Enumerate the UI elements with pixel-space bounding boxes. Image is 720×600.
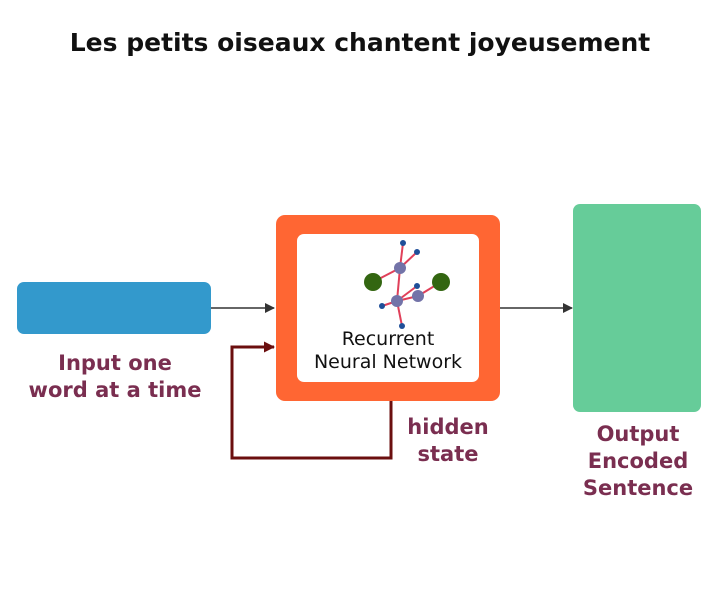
rnn-block: Recurrent Neural Network — [276, 215, 500, 401]
output-label-line3: Sentence — [582, 476, 694, 500]
hidden-state-label-line2: state — [417, 442, 479, 466]
output-label: Output Encoded Sentence — [573, 421, 703, 502]
rnn-label-line2: Neural Network — [313, 351, 463, 373]
output-box — [573, 204, 701, 412]
input-label-line2: word at a time — [28, 378, 202, 402]
rnn-label: Recurrent Neural Network — [297, 328, 479, 374]
diagram-title: Les petits oiseaux chantent joyeusement — [69, 28, 651, 57]
output-label-line1: Output — [596, 422, 680, 446]
neural-network-icon — [364, 240, 450, 329]
hidden-state-loop-arrow — [230, 341, 393, 460]
input-label: Input one word at a time — [22, 350, 208, 404]
output-label-line2: Encoded — [587, 449, 689, 473]
input-box — [17, 282, 211, 334]
rnn-label-line1: Recurrent — [341, 328, 435, 350]
input-label-line1: Input one — [58, 351, 172, 375]
hidden-state-label: hidden state — [396, 414, 500, 468]
hidden-state-label-line1: hidden — [407, 415, 489, 439]
rnn-inner-panel: Recurrent Neural Network — [297, 234, 479, 382]
